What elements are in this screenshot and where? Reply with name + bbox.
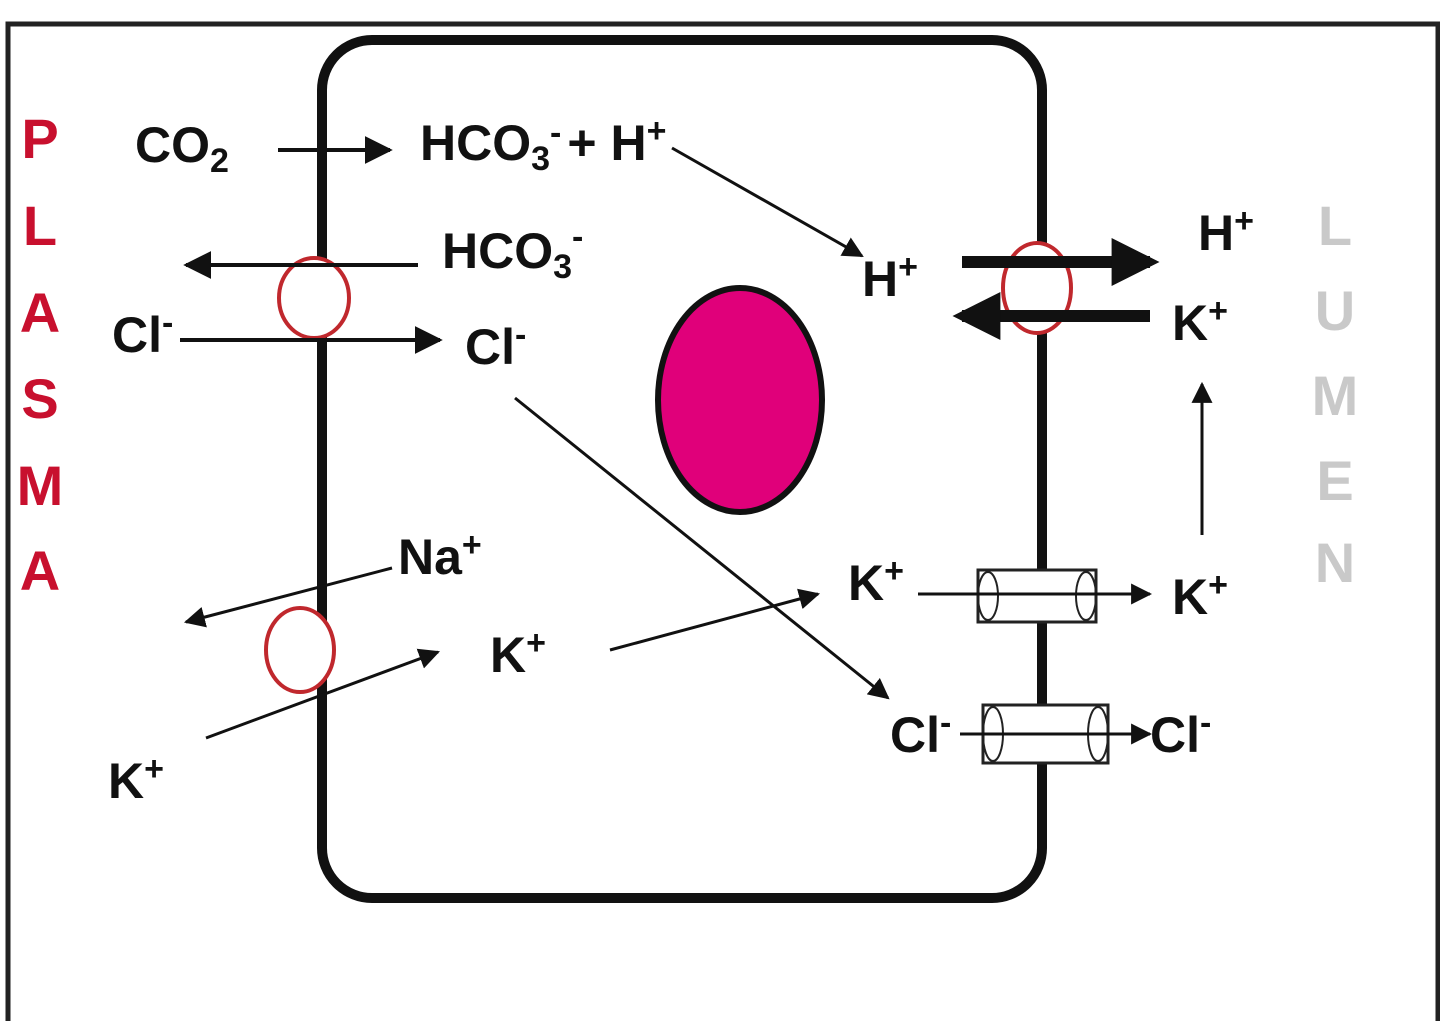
arrow-k-in-plasma	[205, 648, 440, 740]
ion-k-lumen-top: K+	[1172, 292, 1228, 351]
ion-k-cell-right: K+	[848, 552, 904, 611]
ion-cl-lumen: Cl-	[1150, 704, 1211, 763]
nucleus	[655, 285, 825, 515]
ion-k-cell-mid: K+	[490, 624, 546, 683]
ion-cl-cell-bottom: Cl-	[890, 704, 951, 763]
plasma-letter: S	[21, 367, 58, 430]
k-channel	[976, 568, 1098, 624]
plasma-letter: P	[21, 107, 58, 170]
diagram-frame	[5, 21, 1440, 1021]
lumen-letter: E	[1316, 449, 1353, 512]
plasma-letter: A	[20, 539, 60, 602]
lumen-letter: L	[1318, 194, 1352, 257]
na-k-pump	[264, 606, 336, 694]
plasma-label: P L A S M A	[17, 107, 64, 602]
arrow-na-out	[183, 566, 393, 628]
ion-na-cell: Na+	[398, 526, 482, 585]
arrow-cl-to-channel	[514, 396, 890, 700]
plasma-letter: A	[20, 281, 60, 344]
lumen-label: L U M E N	[1312, 194, 1359, 594]
ion-cl-cell: Cl-	[465, 316, 526, 375]
plasma-letter: L	[23, 194, 57, 257]
ion-co2: CO2	[135, 117, 229, 180]
plasma-letter: M	[17, 454, 64, 517]
ion-h-cell: H+	[862, 248, 918, 307]
ion-hco3-plus-h: HCO3-+ H+	[420, 112, 666, 178]
ion-hco3-cell: HCO3-	[442, 218, 583, 286]
arrow-h-to-pump	[671, 146, 864, 258]
ion-cl-plasma: Cl-	[112, 304, 173, 363]
parietal-cell	[317, 35, 1047, 903]
arrow-k-to-channel	[609, 588, 821, 652]
ion-h-lumen: H+	[1198, 202, 1254, 261]
ion-k-lumen-mid: K+	[1172, 566, 1228, 625]
cl-hco3-exchanger	[277, 256, 351, 340]
lumen-letter: N	[1315, 531, 1355, 594]
lumen-letter: M	[1312, 364, 1359, 427]
lumen-letter: U	[1315, 279, 1355, 342]
ion-k-plasma: K+	[108, 750, 164, 809]
